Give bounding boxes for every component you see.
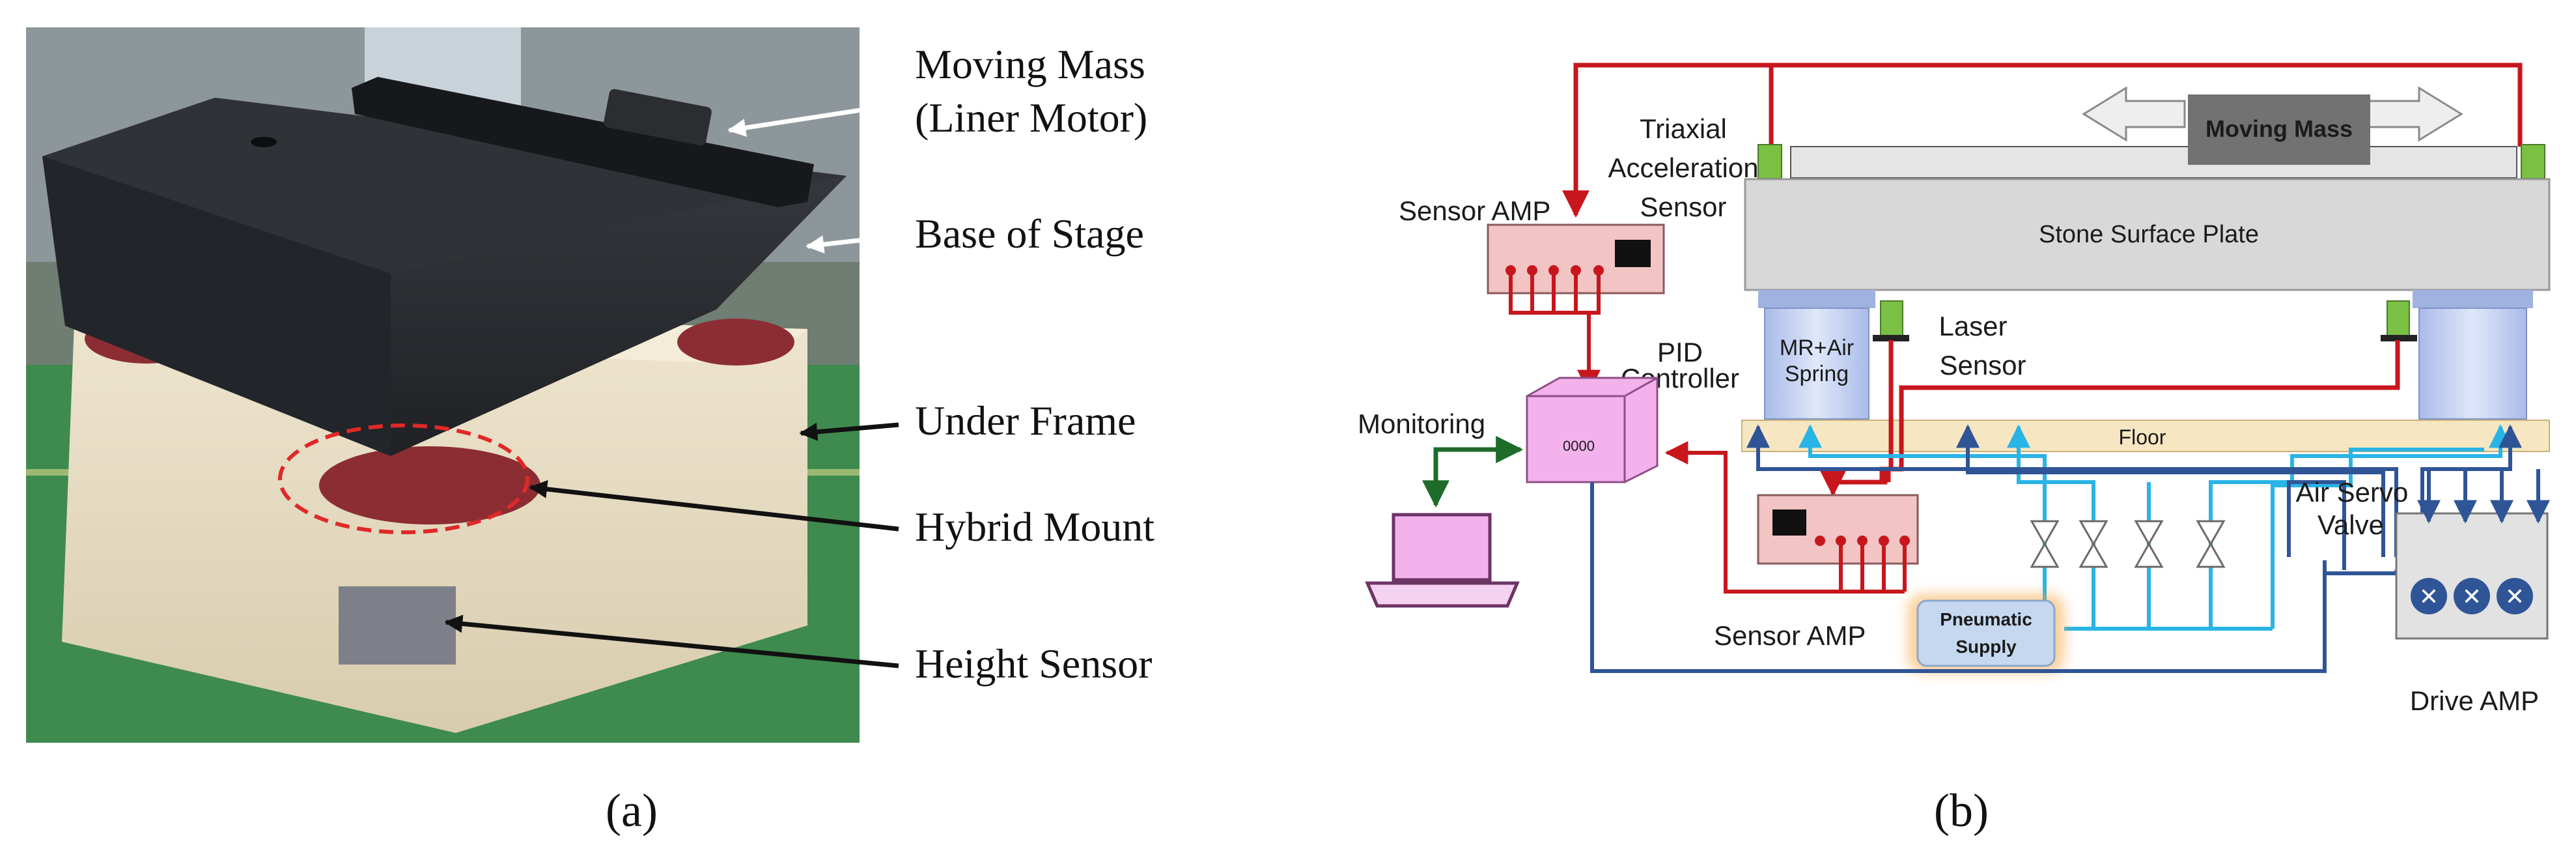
moving-mass-rail [1790,146,2517,179]
pid-label-1: PID [1657,337,1703,367]
drive-amp-dials: ✕ ✕ ✕ [2411,578,2533,614]
sensor-amp-bottom-display [1772,509,1806,536]
sensor-amp-top-display [1615,240,1651,267]
monitoring-link [1422,436,1524,508]
move-right-arrow [2359,86,2463,142]
stage-side-photo [42,156,391,456]
hybrid-mount-label: Hybrid Mount [915,504,1155,550]
stone-surface-plate-label: Stone Surface Plate [2039,221,2259,248]
pid-display: 0000 [1563,438,1595,454]
photo-panel: Moving Mass (Liner Motor) Base of Stage … [26,27,1155,837]
svg-text:✕: ✕ [2462,584,2482,610]
sensor-amp-top-outputs [1509,270,1601,394]
sensor-amp-top-label: Sensor AMP [1399,195,1550,226]
floor-label: Floor [2119,425,2166,449]
triaxial-label-1: Triaxial [1640,113,1727,144]
drive-amp-box [2395,512,2549,640]
laser-sensor-right-base [2381,335,2417,341]
sensor-amp-bottom-label: Sensor AMP [1714,620,1866,651]
floor [1741,420,2550,452]
monitoring-label: Monitoring [1358,408,1485,439]
panel-b-caption: (b) [1934,784,1989,837]
mr-air-spring-left [1758,290,1875,420]
pid-edge [1624,377,1658,397]
moving-mass-text: Moving Mass [2205,115,2353,142]
pneumatic-supply-box [1916,599,2056,667]
sensor-amp-bottom-outputs [1664,441,1907,594]
base-of-stage-label: Base of Stage [915,210,1144,257]
air-servo-label-2: Valve [2317,509,2384,540]
stone-surface-plate [1744,178,2551,291]
mr-air-spring-right [2413,290,2533,420]
accel-sensor-left [1757,144,1782,179]
drive-amp-label: Drive AMP [2410,685,2539,716]
pneumatic-label-1: Pneumatic [1940,609,2032,629]
laser-sensor-left [1880,300,1903,338]
mr-air-label-1: MR+Air [1780,336,1854,360]
accel-sensor-right [2521,144,2545,179]
linear-motor-photo [352,77,814,207]
laptop-icon [1365,513,1520,608]
linear-motor-label: (Liner Motor) [915,94,1147,141]
laser-label-1: Laser [1939,311,2007,341]
stage-top-photo [42,98,847,274]
move-left-arrow [2082,86,2186,142]
laser-sensor-left-base [1873,335,1909,341]
laser-label-2: Sensor [1939,350,2026,380]
triaxial-label-2: Acceleration [1608,152,1758,183]
schematic-panel: Moving Mass Stone Surface Plate MR+Air S… [1358,63,2551,837]
hybrid-mount-highlight [278,423,529,534]
photo-pointer-arrows [444,102,899,668]
air-servo-label-1: Air Servo [2296,477,2409,508]
motor-carriage-photo [604,89,712,146]
drive-amp-inputs [2417,469,2550,524]
under-frame-label: Under Frame [915,397,1136,444]
sensor-amp-top-terminals [1505,265,1604,276]
height-sensor-photo [339,586,456,665]
triaxial-label-3: Sensor [1640,192,1726,222]
svg-text:✕: ✕ [2505,584,2525,610]
moving-mass-block [2188,94,2370,165]
svg-text:✕: ✕ [2419,584,2439,610]
air-valves [2030,520,2226,568]
pneumatic-label-2: Supply [1955,637,2017,657]
mr-air-label-2: Spring [1785,362,1849,386]
height-sensor-label: Height Sensor [915,640,1152,687]
moving-mass-label: Moving Mass [915,41,1145,87]
laser-sensor-right [2387,300,2410,338]
acceleration-signal-lines [1562,63,2523,218]
pid-controller [1526,377,1659,483]
stage-hole [251,137,277,147]
panel-a-caption: (a) [606,784,658,837]
